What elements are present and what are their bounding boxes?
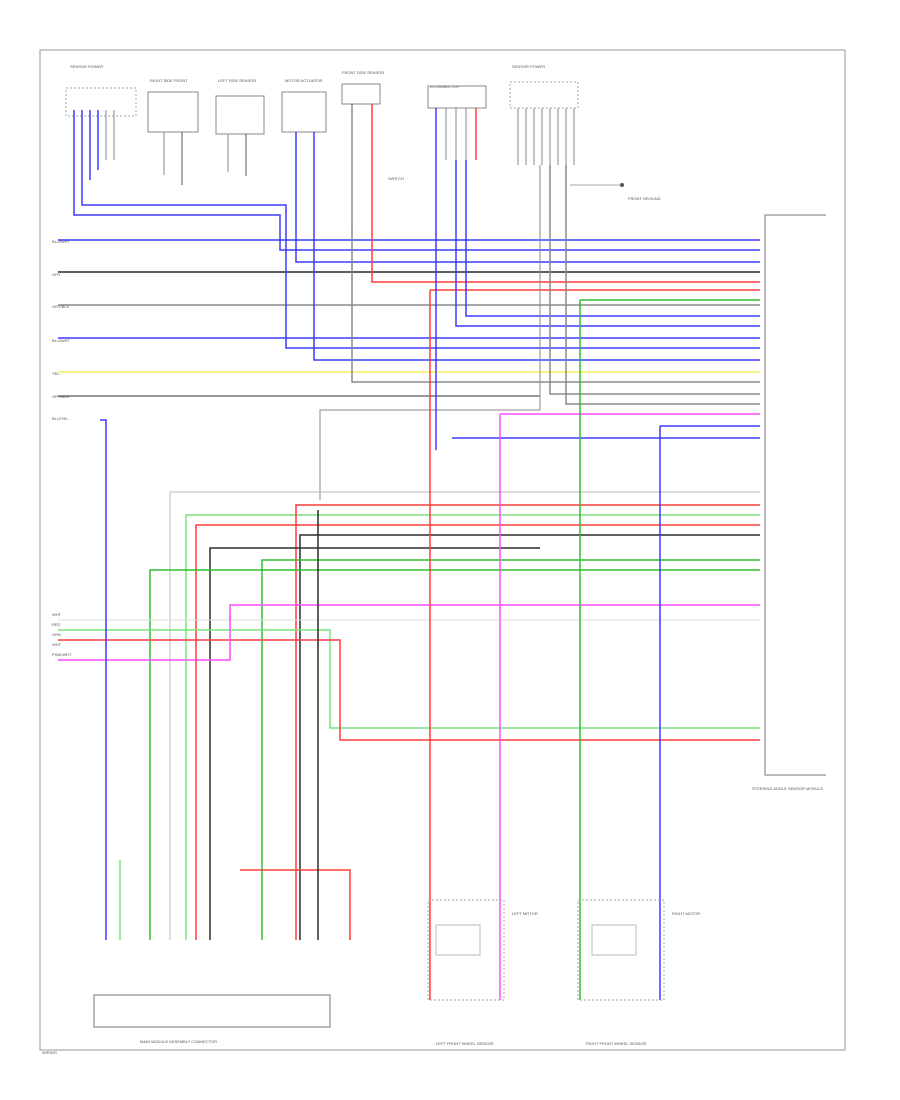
bottom-module-label: MAIN MODULE ASSEMBLY CONNECTOR bbox=[140, 1039, 217, 1044]
left-mid-label-3: GRN bbox=[52, 632, 61, 637]
left-mid-label-1: WHT bbox=[52, 612, 62, 617]
top-connector-3: LEFT SIDE SENSOR bbox=[215, 78, 265, 176]
ground-reference: FRONT GROUND bbox=[570, 183, 661, 201]
left-mid-label-5: PINK/WHT bbox=[52, 652, 72, 657]
bottom-module: MAIN MODULE ASSEMBLY CONNECTOR bbox=[93, 994, 331, 1044]
diagram-frame bbox=[39, 49, 846, 1051]
top-connector-4: MOTOR ACTUATOR bbox=[281, 78, 327, 200]
connector-label-5: FRONT SIDE SENSOR bbox=[342, 70, 384, 75]
top-connector-1: SENSOR POWER bbox=[65, 64, 137, 195]
left-mid-label-4: WHT bbox=[52, 642, 62, 647]
connector-label-2: RIGHT SIDE FRONT bbox=[150, 78, 188, 83]
left-wire-label-5: YEL bbox=[52, 371, 60, 376]
connector-label-3: LEFT SIDE SENSOR bbox=[218, 78, 256, 83]
motor-feed-wires bbox=[429, 160, 661, 1000]
left-wire-label-2: GRY bbox=[52, 272, 61, 277]
steering-module: STEERING ANGLE SENSOR MODULE bbox=[752, 214, 826, 791]
right-motor-side-label: RIGHT MOTOR bbox=[672, 911, 700, 916]
right-front-motor-label: RIGHT FRONT WHEEL SENSOR bbox=[586, 1041, 646, 1046]
top-connector-2: RIGHT SIDE FRONT bbox=[147, 78, 199, 185]
left-mid-label-2: RED bbox=[52, 622, 61, 627]
connector-label-1: SENSOR POWER bbox=[70, 64, 103, 69]
connector-label-7: SENSOR POWER bbox=[512, 64, 545, 69]
footer-code: WIRING bbox=[42, 1050, 57, 1055]
left-front-motor: LEFT MOTOR LEFT FRONT WHEEL SENSOR bbox=[427, 899, 538, 1046]
left-motor-side-label: LEFT MOTOR bbox=[512, 911, 538, 916]
left-wire-label-1: BLU/WHT bbox=[52, 239, 71, 244]
left-wire-label-7: BLU/YEL bbox=[52, 416, 69, 421]
ground-label: FRONT GROUND bbox=[628, 196, 661, 201]
top-connector-5: FRONT SIDE SENSOR SWITCH bbox=[341, 70, 404, 220]
right-front-motor: RIGHT MOTOR RIGHT FRONT WHEEL SENSOR bbox=[577, 899, 700, 1046]
upper-bus-wires bbox=[58, 160, 760, 500]
left-input-labels: BLU/WHT GRY GRY/BLK BLU/WHT YEL GRY/BLK … bbox=[52, 239, 72, 657]
module-label: STEERING ANGLE SENSOR MODULE bbox=[752, 786, 823, 791]
connector-label-4: MOTOR ACTUATOR bbox=[285, 78, 322, 83]
left-front-motor-label: LEFT FRONT WHEEL SENSOR bbox=[436, 1041, 494, 1046]
top-connector-6: A CONNECTOR bbox=[427, 84, 487, 160]
top-connector-7: SENSOR POWER bbox=[509, 64, 579, 165]
switch-label: SWITCH bbox=[388, 176, 404, 181]
left-wire-label-4: BLU/WHT bbox=[52, 338, 71, 343]
left-wire-label-3: GRY/BLK bbox=[52, 304, 70, 309]
lower-bus-wires bbox=[58, 419, 760, 940]
